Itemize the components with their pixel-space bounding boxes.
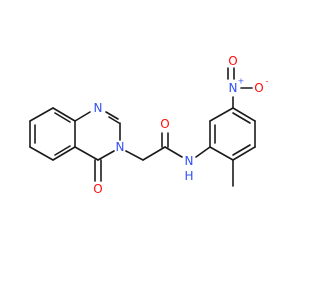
atom-n1-label: N [94,101,103,115]
atom-nitro-o-top-label: O [228,54,237,68]
atom-amide-o-label: O [160,117,169,131]
atom-nitro-o-right-label: O [254,81,263,95]
nitro-negative-charge: - [266,77,269,86]
atom-nitro-n-label: N [229,81,238,95]
atom-ring-carbonyl-o-label: O [93,182,102,196]
atom-amide-n-label: N [185,154,194,168]
pyrimidinone-ring [74,111,121,182]
benzo-ring [29,107,76,161]
atom-amide-h-label: H [184,169,193,183]
amide-linker [125,132,211,161]
atom-n3-label: N [116,140,125,154]
nitro-positive-charge: + [238,77,245,86]
structure-diagram: N N O O N H N + O O - [29,54,269,196]
aryl-ring [209,67,256,187]
atom-labels: N N O O N H N + O O - [93,54,268,196]
